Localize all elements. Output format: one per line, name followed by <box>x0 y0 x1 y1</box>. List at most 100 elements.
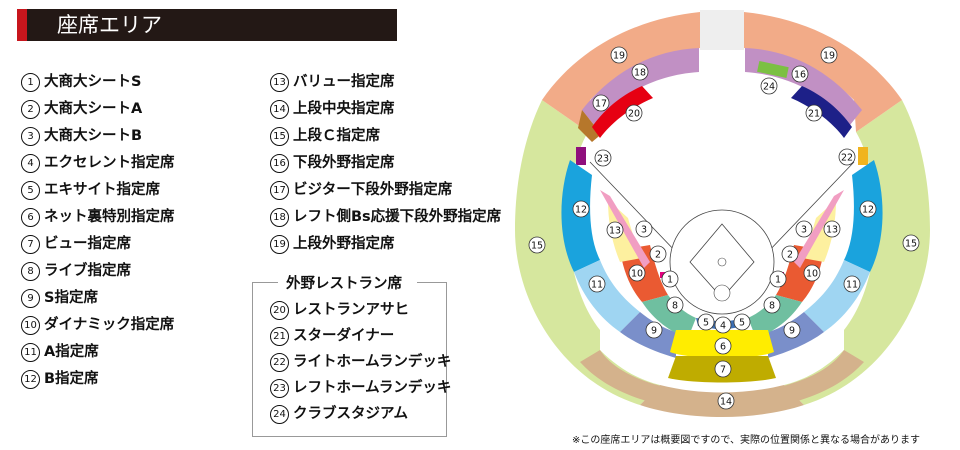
map-badge-14: 14 <box>720 397 732 408</box>
restaurant-box <box>252 283 447 437</box>
map-badge-circle <box>588 275 606 293</box>
map-badge-circle <box>594 149 612 167</box>
legend-label: B指定席 <box>44 371 99 387</box>
legend-number-badge: 23 <box>270 379 289 398</box>
map-badge-16: 16 <box>794 70 806 81</box>
legend-number-badge: 22 <box>270 353 289 372</box>
map-badge-circle <box>783 321 801 339</box>
map-badge-circle <box>606 221 624 239</box>
pitcher-mound <box>717 257 727 267</box>
legend-label: レストランアサヒ <box>293 302 409 318</box>
seat-area-20[interactable] <box>592 86 653 138</box>
legend-label: 上段中央指定席 <box>293 101 395 117</box>
legend-number-badge: 18 <box>270 208 289 227</box>
legend-number-badge: 21 <box>270 327 289 346</box>
map-badge-12: 12 <box>575 205 587 216</box>
map-badge-circle <box>791 65 809 83</box>
legend-number-badge: 13 <box>270 73 289 92</box>
seat-area-8-left[interactable] <box>642 295 696 338</box>
seat-area-3-right[interactable] <box>794 190 844 268</box>
map-badge-6: 6 <box>720 342 726 353</box>
map-badge-circle <box>631 63 649 81</box>
seat-area-19-left[interactable] <box>542 12 700 132</box>
legend-number-badge: 9 <box>21 289 40 308</box>
legend-number-badge: 8 <box>21 262 40 281</box>
seat-area-22[interactable] <box>858 147 868 165</box>
legend-number-badge: 16 <box>270 154 289 173</box>
map-badge-19: 19 <box>613 51 625 62</box>
map-badge-circle <box>717 392 735 410</box>
map-badge-11: 11 <box>591 280 603 291</box>
legend-label: A指定席 <box>44 344 99 360</box>
map-badge-13: 13 <box>609 226 621 237</box>
map-badge-18: 18 <box>634 68 646 79</box>
map-badge-23: 23 <box>597 154 609 165</box>
seat-area-12-right[interactable] <box>844 160 883 272</box>
legend-number-badge: 19 <box>270 235 289 254</box>
map-badge-11: 11 <box>846 280 858 291</box>
map-badge-13: 13 <box>826 225 838 236</box>
map-badge-circle <box>838 148 856 166</box>
map-badge-15: 15 <box>905 239 917 250</box>
legend-label: 下段外野指定席 <box>293 155 395 171</box>
map-badge-circle <box>760 77 778 95</box>
map-badge-17: 17 <box>595 99 607 110</box>
seat-area-19-right[interactable] <box>744 12 902 132</box>
legend-label: レフト側Bs応援下段外野指定席 <box>293 209 502 225</box>
map-badge-circle <box>645 321 663 339</box>
map-badge-circle <box>592 94 610 112</box>
legend-number-badge: 10 <box>21 316 40 335</box>
legend-label: ビジター下段外野指定席 <box>293 182 453 198</box>
upper-gap <box>700 10 744 50</box>
map-badge-circle <box>805 104 823 122</box>
legend-label: ダイナミック指定席 <box>44 317 175 333</box>
seat-area-8-right[interactable] <box>748 295 802 338</box>
map-badge-circle <box>781 245 799 263</box>
map-badge-5: 5 <box>739 318 745 329</box>
map-badge-1: 1 <box>667 275 673 286</box>
legend-number-badge: 5 <box>21 181 40 200</box>
legend-number-badge: 11 <box>21 343 40 362</box>
legend-number-badge: 2 <box>21 100 40 119</box>
seat-area-15[interactable] <box>515 100 660 405</box>
map-badge-3: 3 <box>641 225 647 236</box>
legend-number-badge: 12 <box>21 370 40 389</box>
seat-area-3-left[interactable] <box>600 190 650 268</box>
seat-area-15-right[interactable] <box>784 100 930 405</box>
map-badge-circle <box>628 264 646 282</box>
seat-area-11-left[interactable] <box>574 260 640 332</box>
restaurant-heading: 外野レストラン席 <box>252 270 447 292</box>
seat-area-14-outer[interactable] <box>580 350 864 412</box>
map-badge-circle <box>610 46 628 64</box>
map-badge-circle <box>795 220 813 238</box>
legend-label: クラブスタジアム <box>293 406 408 422</box>
map-badge-circle <box>649 245 667 263</box>
legend-number-badge: 14 <box>270 100 289 119</box>
map-badge-circle <box>843 275 861 293</box>
legend-label: 大商大シートA <box>44 101 143 117</box>
map-badge-12: 12 <box>862 205 874 216</box>
legend-label: レフトホームランデッキ <box>293 380 452 396</box>
seat-area-24[interactable] <box>757 60 789 78</box>
seat-area-23[interactable] <box>576 147 586 165</box>
map-badge-circle <box>714 360 732 378</box>
map-badge-8: 8 <box>672 301 678 312</box>
